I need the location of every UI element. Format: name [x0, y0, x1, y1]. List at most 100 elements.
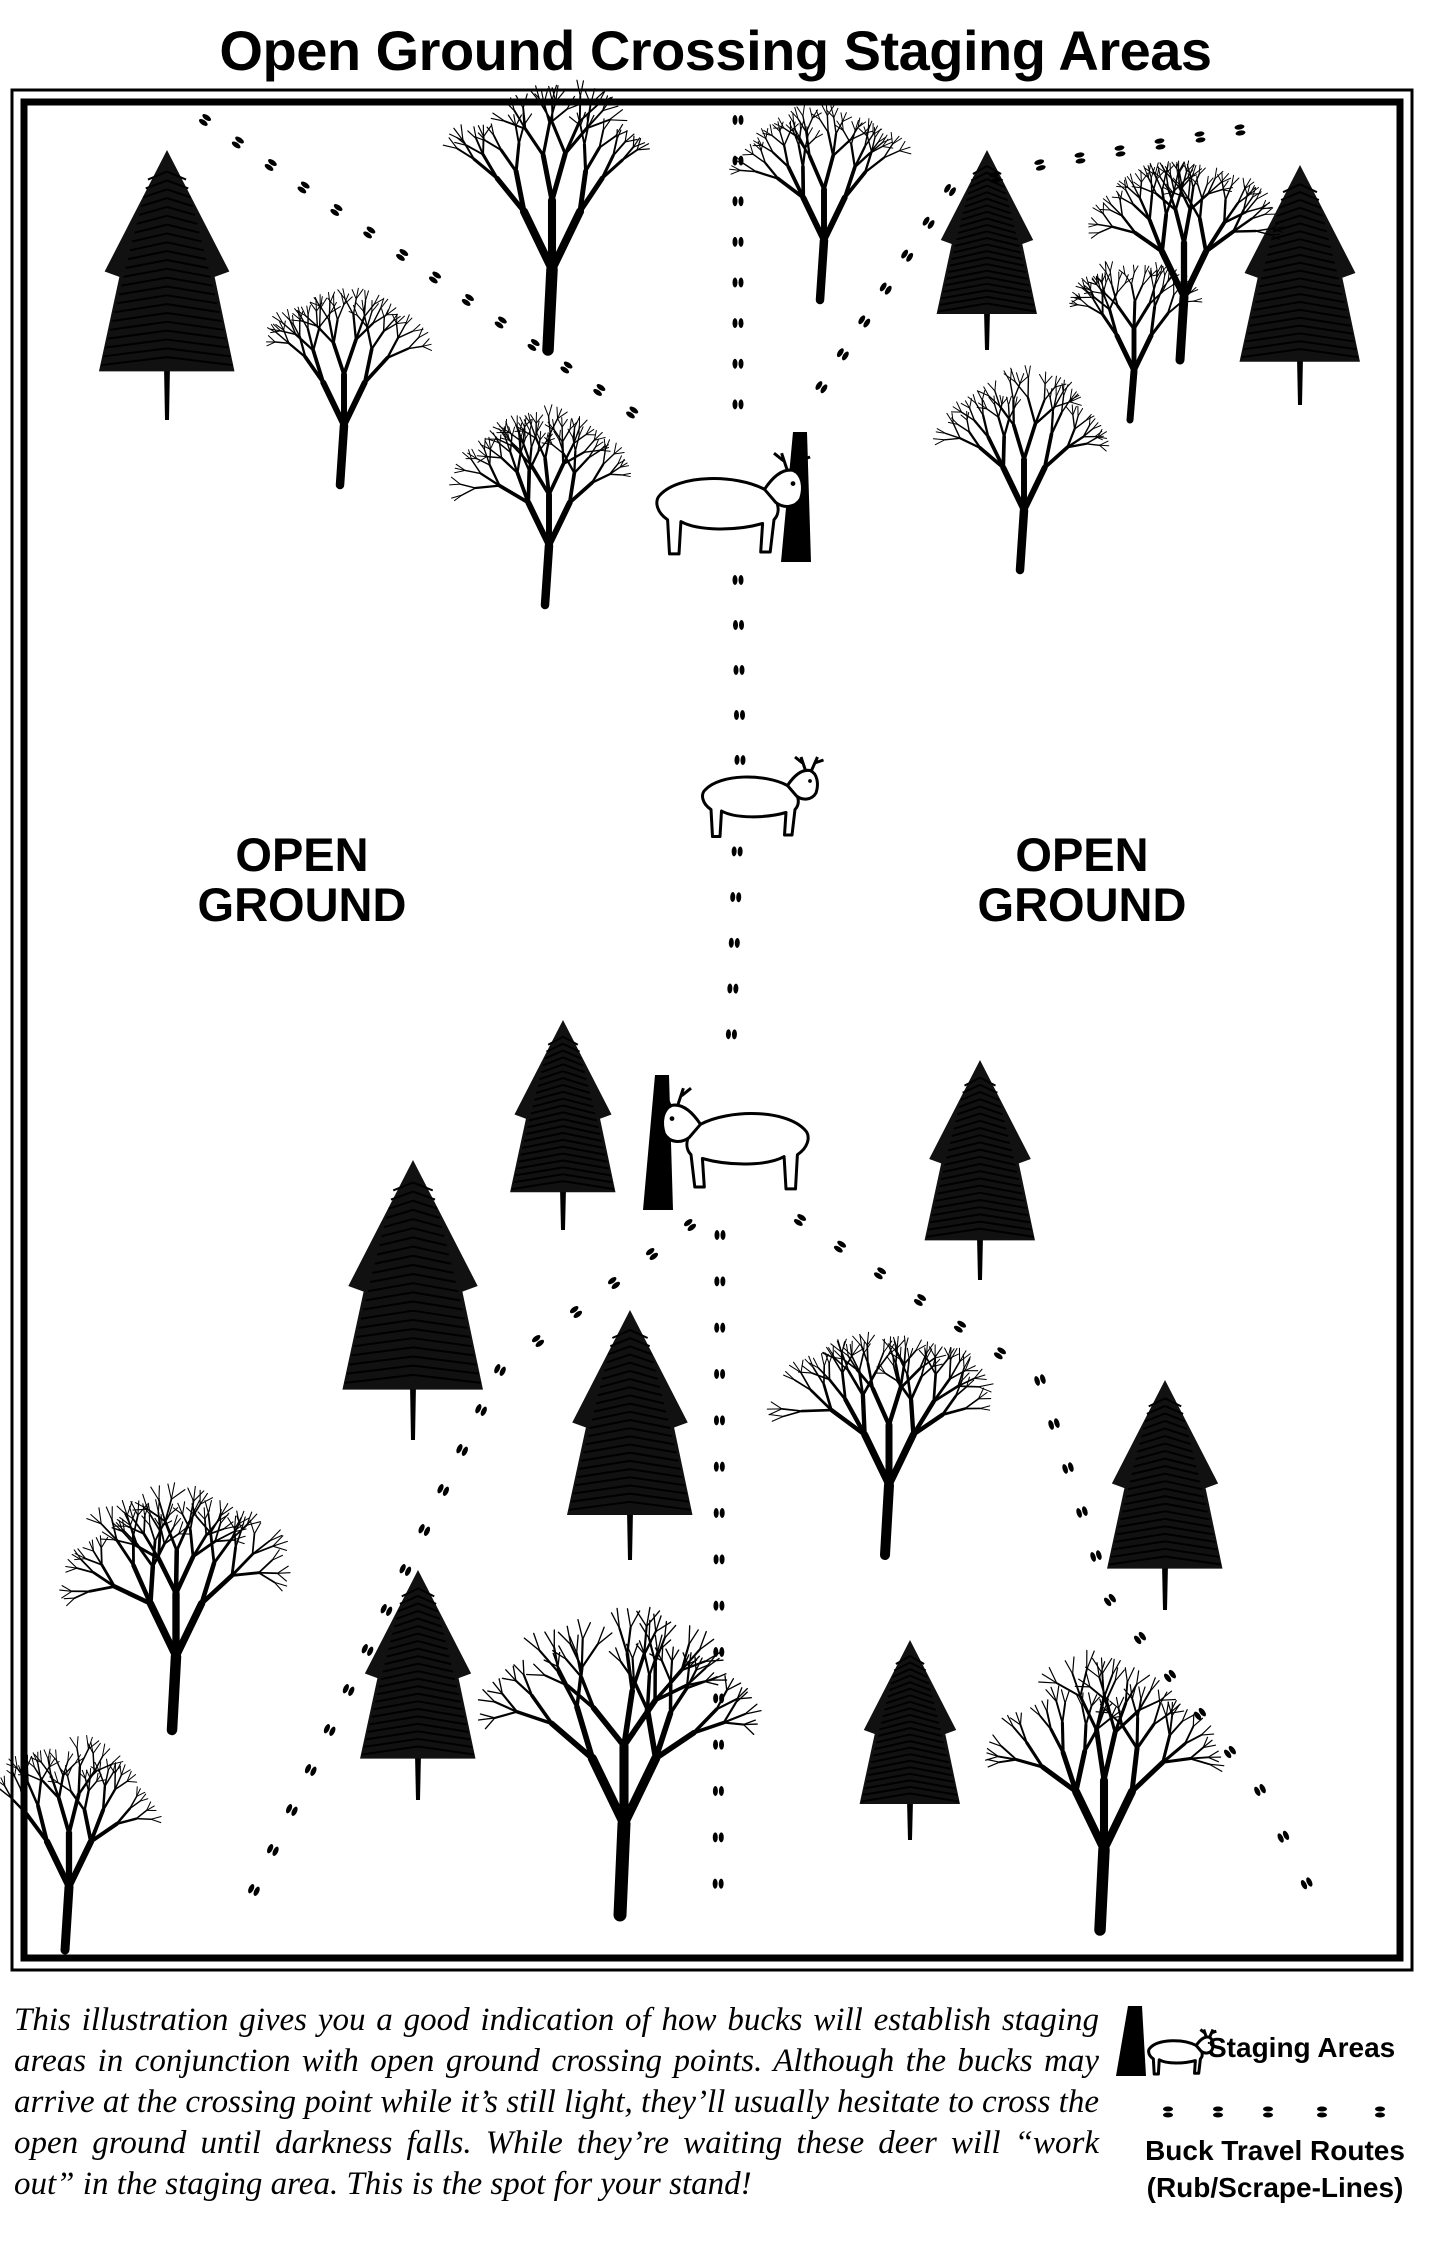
- track-print: [732, 277, 744, 288]
- legend-track-icon: [1375, 2106, 1385, 2118]
- conifer-tree: [360, 1570, 476, 1800]
- deciduous-tree: [932, 365, 1110, 575]
- track-print: [714, 1368, 726, 1380]
- track-print: [1133, 1631, 1147, 1645]
- open-ground-right-label: OPEN GROUND: [922, 830, 1242, 930]
- track-print: [1074, 152, 1086, 164]
- track-print: [713, 1600, 725, 1611]
- track-print: [732, 574, 744, 586]
- track-print: [607, 1276, 621, 1290]
- track-print: [304, 1764, 317, 1776]
- track-print: [725, 1029, 737, 1040]
- legend-track-icon: [1263, 2106, 1273, 2118]
- track-print: [593, 384, 606, 396]
- track-print: [1076, 1506, 1088, 1518]
- track-print: [361, 1644, 374, 1656]
- track-print: [944, 183, 956, 197]
- track-print: [1234, 124, 1246, 136]
- track-print: [733, 664, 745, 676]
- track-print: [953, 1320, 967, 1333]
- track-print: [713, 1415, 725, 1426]
- deciduous-tree: [1088, 160, 1285, 365]
- track-print: [712, 1832, 724, 1843]
- track-print: [732, 619, 745, 631]
- track-print: [1194, 131, 1206, 143]
- open-ground-right-line1: OPEN: [1015, 828, 1149, 881]
- track-print: [712, 1785, 724, 1797]
- buck-travel-routes: [198, 114, 1313, 1896]
- track-print: [836, 348, 849, 361]
- track-print: [993, 1347, 1007, 1360]
- track-print: [531, 1334, 545, 1348]
- track-print: [475, 1404, 487, 1416]
- track-print: [683, 1218, 697, 1232]
- track-print: [231, 136, 244, 149]
- track-print: [732, 155, 744, 166]
- caption: This illustration gives you a good indic…: [14, 2002, 1099, 2202]
- track-print: [1163, 1669, 1177, 1683]
- open-ground-right-line2: GROUND: [977, 878, 1187, 931]
- deciduous-tree: [984, 1649, 1225, 1936]
- legend-track-icon: [1213, 2106, 1223, 2118]
- track-print: [560, 361, 573, 374]
- track-print: [461, 294, 474, 306]
- track-print: [1254, 1784, 1266, 1796]
- track-print: [713, 1693, 725, 1704]
- deciduous-tree: [59, 1482, 291, 1736]
- track-print: [297, 181, 310, 194]
- conifer-tree: [1107, 1380, 1223, 1610]
- track-print: [1048, 1418, 1060, 1430]
- track-print: [1223, 1745, 1237, 1759]
- deciduous-tree: [1069, 260, 1203, 424]
- track-print: [713, 1507, 725, 1519]
- track-print: [264, 159, 277, 171]
- legend-staging-icon: [1147, 2028, 1217, 2076]
- staging-area-buck-top: [655, 452, 811, 556]
- track-print: [712, 1878, 724, 1889]
- track-print: [714, 1276, 726, 1287]
- track-print: [437, 1484, 450, 1496]
- inner-frame: [20, 98, 1404, 1962]
- track-print: [793, 1214, 807, 1226]
- track-print: [732, 236, 744, 247]
- rub-tree: [643, 1075, 673, 1210]
- track-print: [198, 114, 212, 126]
- open-ground-left-line2: GROUND: [197, 878, 407, 931]
- conifer-tree: [98, 150, 235, 420]
- track-print: [713, 1461, 725, 1472]
- track-print: [1034, 159, 1046, 171]
- track-print: [728, 937, 740, 948]
- open-ground-left-line1: OPEN: [235, 828, 369, 881]
- track-print: [815, 381, 828, 394]
- track-print: [713, 1646, 725, 1658]
- conifer-tree: [510, 1020, 616, 1230]
- track-print: [363, 226, 376, 239]
- track-print: [494, 316, 507, 329]
- legend-routes-label: Buck Travel Routes: [1145, 2135, 1405, 2166]
- track-print: [267, 1844, 279, 1856]
- legend-routes-sub-label: (Rub/Scrape-Lines): [1146, 2172, 1404, 2203]
- track-print: [714, 1229, 726, 1241]
- conifer-tree: [567, 1310, 693, 1560]
- track-print: [732, 358, 744, 369]
- track-print: [734, 754, 746, 766]
- outer-frame: [10, 88, 1414, 1972]
- track-print: [569, 1305, 583, 1319]
- deciduous-tree: [449, 404, 632, 610]
- trees: [0, 79, 1360, 1955]
- track-print: [285, 1804, 298, 1816]
- legend-art: [1116, 2006, 1385, 2118]
- track-print: [494, 1364, 506, 1376]
- track-print: [418, 1524, 431, 1536]
- deer: [643, 432, 824, 1210]
- deciduous-tree: [477, 1606, 762, 1922]
- track-print: [922, 216, 935, 229]
- track-print: [1114, 145, 1126, 157]
- track-print: [913, 1294, 927, 1306]
- deciduous-tree: [442, 79, 650, 356]
- track-print: [732, 318, 744, 329]
- track-print: [732, 399, 744, 410]
- track-print: [527, 339, 540, 351]
- track-print: [879, 282, 892, 295]
